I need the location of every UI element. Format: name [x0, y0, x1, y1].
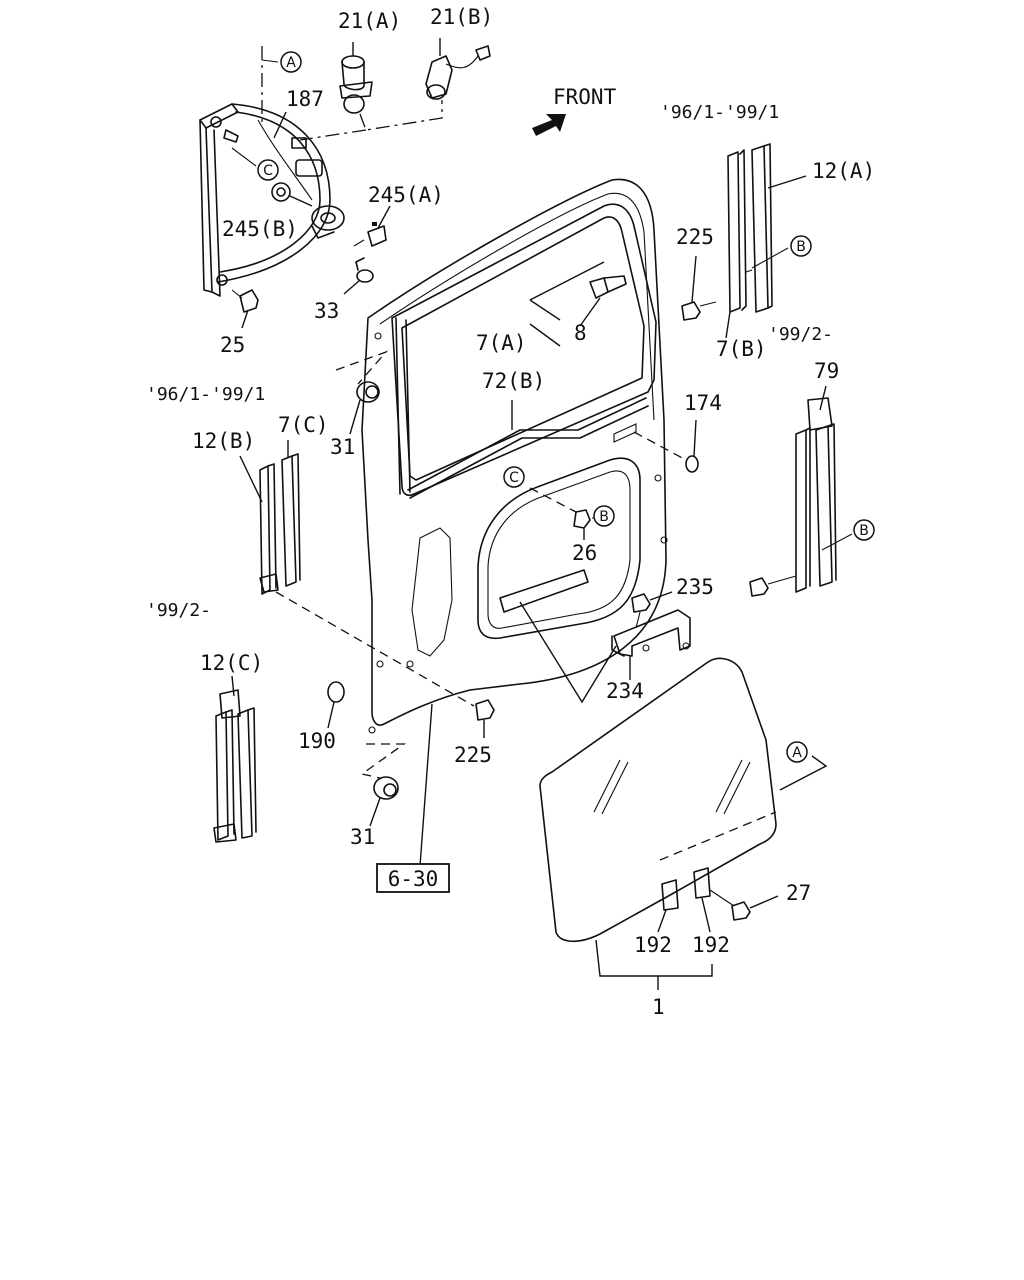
- channel-12c: [213, 675, 257, 843]
- svg-text:A: A: [286, 55, 296, 71]
- channel-12a-7b: [727, 143, 807, 313]
- circled-ref-a-glass: A: [786, 741, 808, 763]
- callout-12b: 12(B): [192, 429, 255, 453]
- bolt-25: [231, 289, 259, 329]
- callout-7a: 7(A): [476, 331, 527, 355]
- washer-245a: [353, 205, 391, 247]
- callout-245b: 245(B): [222, 217, 298, 241]
- front-arrow: [532, 114, 566, 136]
- callout-27: 27: [786, 881, 811, 905]
- svg-text:B: B: [859, 523, 869, 539]
- bumper-31-top: [335, 350, 389, 435]
- circled-ref-b-right-mid: B: [853, 519, 875, 541]
- motor-leader: [359, 100, 443, 131]
- callout-31-top: 31: [330, 435, 355, 459]
- svg-text:C: C: [263, 163, 273, 179]
- section-ref-box[interactable]: 6-30: [376, 863, 450, 893]
- year-range-mid-right: '99/2-: [768, 324, 833, 345]
- callout-192-left: 192: [634, 933, 672, 957]
- circled-ref-b-right-top: B: [790, 235, 812, 257]
- svg-text:B: B: [599, 509, 609, 525]
- bolt-79: [749, 575, 797, 597]
- bolt-225-bottom: [475, 699, 495, 738]
- callout-21b: 21(B): [430, 5, 493, 29]
- callout-7c: 7(C): [278, 413, 329, 437]
- channel-192-left: [657, 879, 679, 933]
- section-ref-label: 6-30: [388, 867, 439, 891]
- callout-225-bottom: 225: [454, 743, 492, 767]
- motor-21a: [339, 42, 373, 114]
- assembly-1-bracket: [595, 939, 713, 977]
- channel-12b-7c: [239, 440, 301, 595]
- callout-245a: 245(A): [368, 183, 444, 207]
- bolt-225-top: [681, 255, 717, 321]
- circled-ref-a-top: A: [280, 51, 302, 73]
- bolt-235: [631, 591, 673, 629]
- plug-190: [327, 681, 345, 729]
- callout-33: 33: [314, 299, 339, 323]
- channel-192-right: [693, 867, 711, 933]
- bolt-27: [709, 889, 779, 921]
- fastener-8: [579, 275, 627, 327]
- door-panel: [361, 178, 668, 734]
- callout-7b: 7(B): [716, 337, 767, 361]
- motor-21b: [425, 38, 491, 100]
- callout-12a: 12(A): [812, 159, 875, 183]
- clip-33: [343, 257, 374, 295]
- circled-ref-c-top: C: [257, 159, 279, 181]
- callout-79: 79: [814, 359, 839, 383]
- callout-25: 25: [220, 333, 245, 357]
- callout-235: 235: [676, 575, 714, 599]
- callout-174: 174: [684, 391, 722, 415]
- svg-text:A: A: [792, 745, 802, 761]
- plug-174: [633, 419, 699, 473]
- year-range-top-right: '96/1-'99/1: [660, 102, 779, 123]
- channel-79: [795, 385, 853, 593]
- callout-31-bottom: 31: [350, 825, 375, 849]
- front-label: FRONT: [553, 85, 617, 109]
- bumper-31-bottom: [360, 743, 407, 827]
- callout-190: 190: [298, 729, 336, 753]
- callout-234: 234: [606, 679, 644, 703]
- door-glass: [539, 657, 777, 943]
- callout-187: 187: [286, 87, 324, 111]
- callout-12c: 12(C): [200, 651, 263, 675]
- bracket-234: [611, 609, 691, 680]
- grommet-245b: [271, 182, 313, 207]
- window-regulator: [199, 103, 345, 297]
- svg-text:C: C: [509, 470, 519, 486]
- year-range-left-upper: '96/1-'99/1: [146, 384, 265, 405]
- callout-72b: 72(B): [482, 369, 545, 393]
- circled-ref-b-door: B: [593, 505, 615, 527]
- callout-1: 1: [652, 995, 665, 1019]
- year-range-left-lower: '99/2-: [146, 600, 211, 621]
- callout-21a: 21(A): [338, 9, 401, 33]
- circled-ref-c-door: C: [503, 466, 525, 488]
- callout-192-right: 192: [692, 933, 730, 957]
- svg-text:B: B: [796, 239, 806, 255]
- callout-8: 8: [574, 321, 587, 345]
- callout-225-top: 225: [676, 225, 714, 249]
- callout-26: 26: [572, 541, 597, 565]
